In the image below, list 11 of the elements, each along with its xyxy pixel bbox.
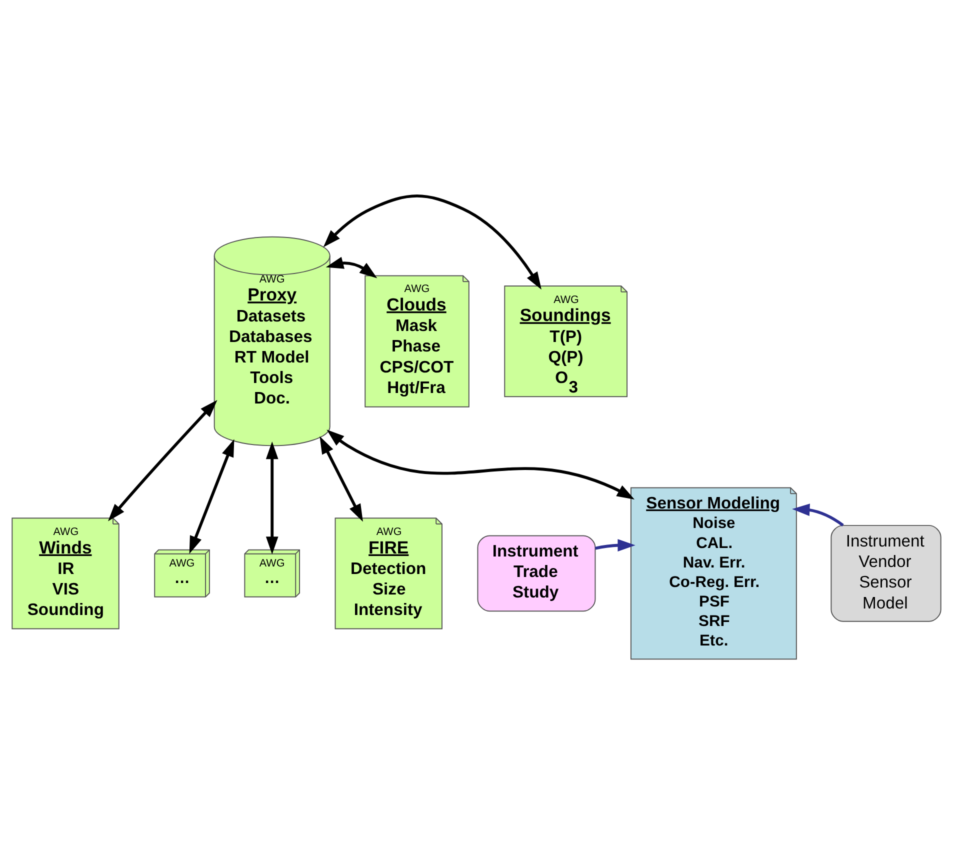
node-box: Instrument Vendor Sensor Model: [830, 524, 942, 622]
arrow: [320, 436, 363, 522]
arrow: [326, 256, 378, 278]
arrow: [108, 400, 218, 521]
arrow: [323, 194, 542, 290]
arrow: [189, 438, 234, 554]
node-box: Instrument Trade Study: [477, 534, 596, 612]
arrow: [326, 429, 635, 499]
arrow: [792, 503, 844, 526]
arrow: [266, 440, 278, 554]
arrow: [595, 538, 636, 551]
